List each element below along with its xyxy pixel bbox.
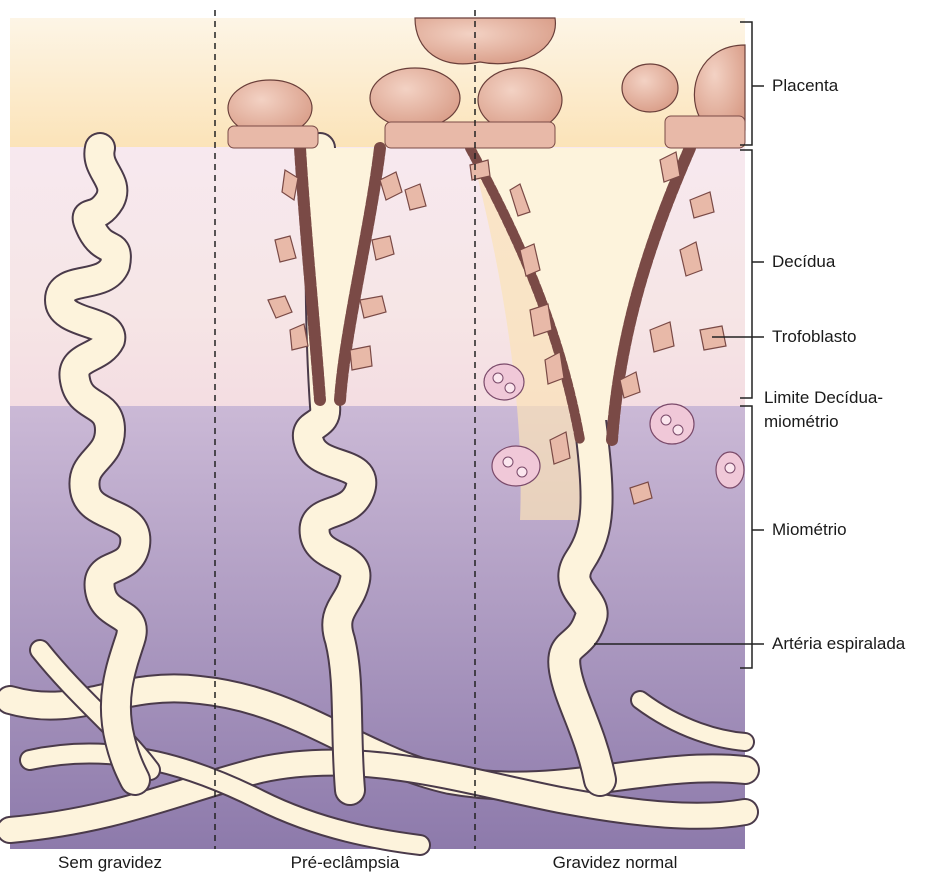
caption-gravidez-normal: Gravidez normal xyxy=(515,853,715,873)
label-limite-line2: miométrio xyxy=(764,411,839,433)
label-miometrio: Miométrio xyxy=(772,519,847,541)
caption-sem-gravidez: Sem gravidez xyxy=(10,853,210,873)
label-trofoblasto: Trofoblasto xyxy=(772,326,856,348)
label-decidua: Decídua xyxy=(772,251,835,273)
caption-pre-eclampsia: Pré-eclâmpsia xyxy=(245,853,445,873)
label-arteria: Artéria espiralada xyxy=(772,633,905,655)
label-limite-line1: Limite Decídua- xyxy=(764,387,883,409)
label-placenta: Placenta xyxy=(772,75,838,97)
